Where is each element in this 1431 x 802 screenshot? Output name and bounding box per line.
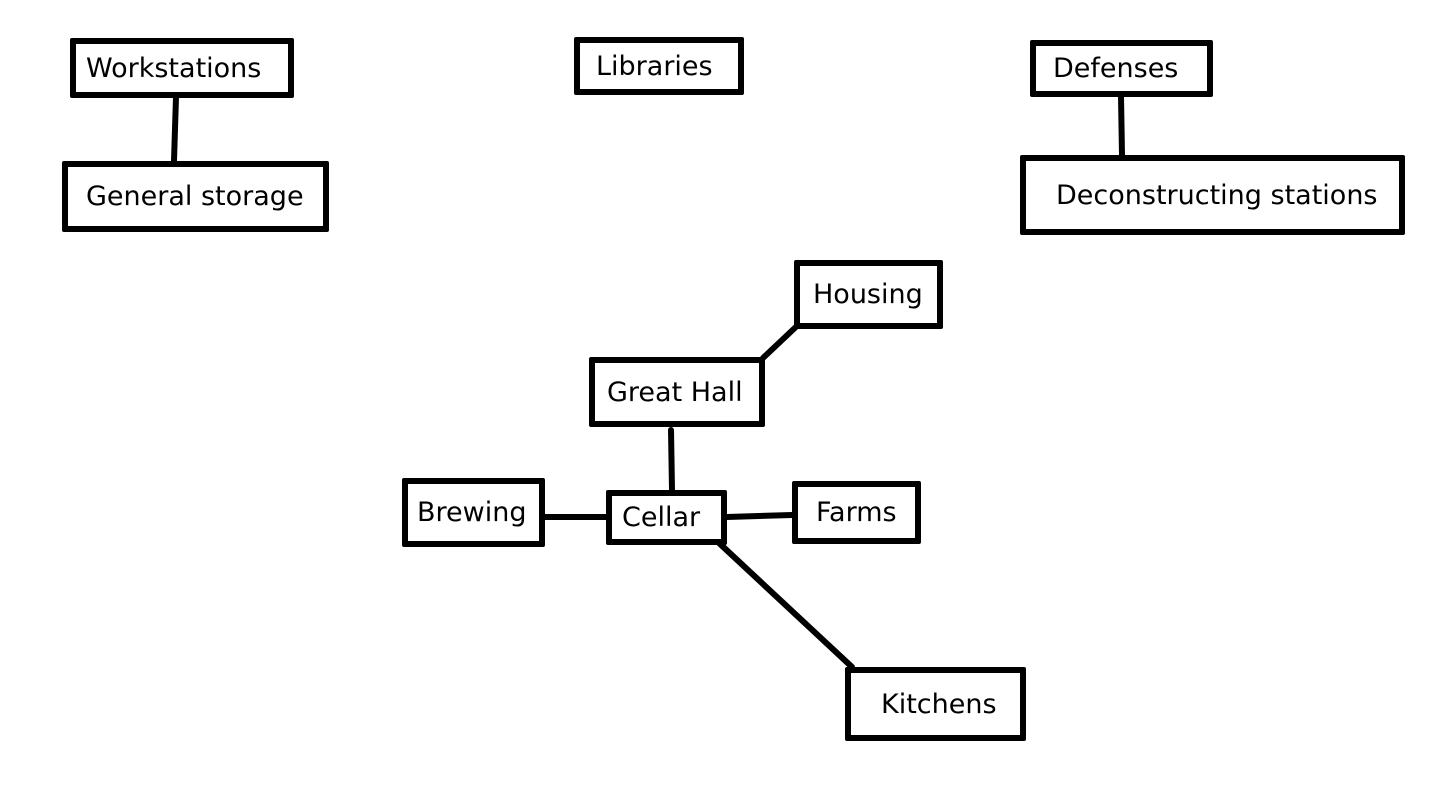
edge-cellar-farms [724, 512, 795, 520]
node-libraries: Libraries [574, 37, 744, 95]
node-label: Deconstructing stations [1056, 179, 1378, 211]
node-general-storage: General storage [62, 161, 329, 232]
node-label: Libraries [596, 50, 713, 82]
node-label: Farms [816, 497, 897, 528]
edge-defenses-deconstructing [1118, 93, 1125, 158]
edge-cellar-kitchens [716, 540, 855, 670]
edge-great-hall-housing [760, 321, 802, 361]
node-farms: Farms [792, 481, 921, 544]
node-label: Brewing [417, 497, 527, 528]
node-label: Defenses [1053, 53, 1179, 84]
node-label: General storage [86, 181, 304, 212]
node-housing: Housing [794, 260, 943, 329]
node-deconstructing-stations: Deconstructing stations [1020, 155, 1405, 235]
node-great-hall: Great Hall [589, 357, 765, 427]
node-label: Workstations [86, 52, 262, 84]
node-brewing: Brewing [402, 478, 545, 547]
node-label: Kitchens [881, 688, 997, 720]
edge-great-hall-cellar [668, 427, 675, 493]
node-label: Cellar [622, 502, 701, 533]
node-workstations: Workstations [70, 38, 294, 98]
node-label: Great Hall [607, 376, 743, 408]
edge-workstations-general-storage [171, 94, 179, 164]
node-defenses: Defenses [1030, 40, 1213, 97]
node-kitchens: Kitchens [845, 667, 1026, 741]
node-label: Housing [813, 279, 923, 310]
node-cellar: Cellar [606, 490, 727, 545]
